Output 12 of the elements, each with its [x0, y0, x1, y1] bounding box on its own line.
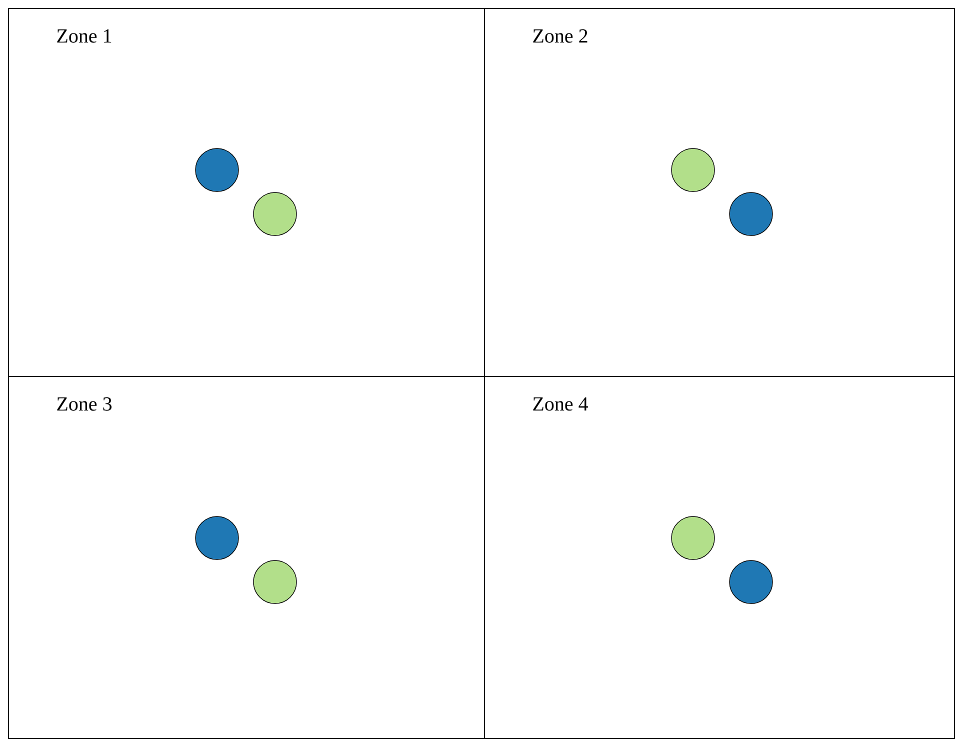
circle — [253, 560, 297, 604]
zone-box: Zone 2 — [484, 8, 955, 377]
circle — [195, 148, 239, 192]
circle — [195, 516, 239, 560]
circle — [253, 192, 297, 236]
zone-box: Zone 3 — [8, 376, 485, 739]
circle — [671, 516, 715, 560]
circle — [729, 560, 773, 604]
zone-box: Zone 1 — [8, 8, 485, 377]
circle — [671, 148, 715, 192]
circle — [729, 192, 773, 236]
zone-box: Zone 4 — [484, 376, 955, 739]
